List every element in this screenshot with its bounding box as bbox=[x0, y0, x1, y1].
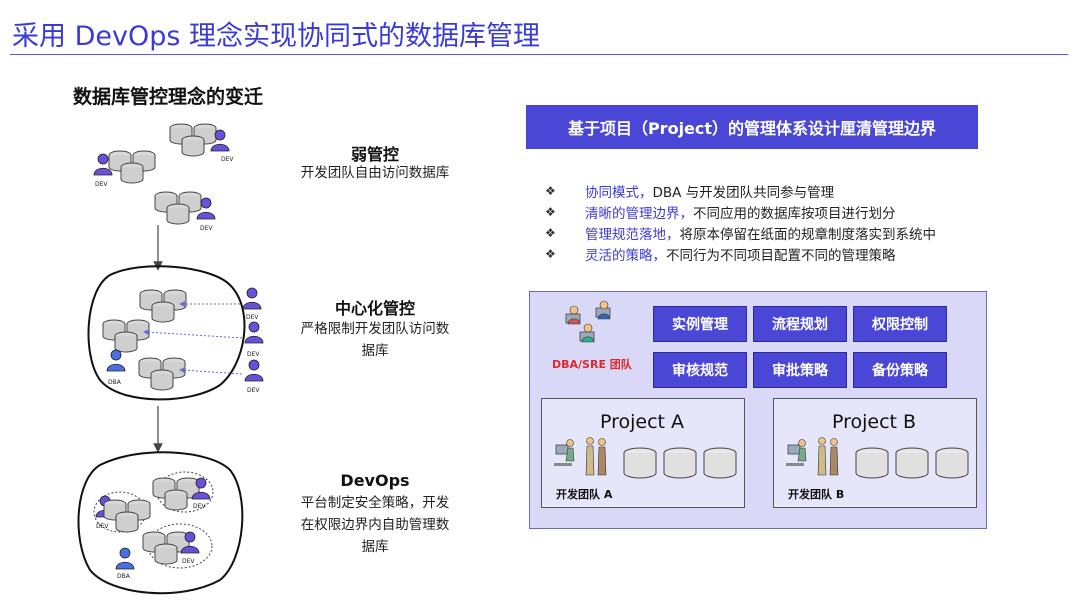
stage-devops-desc-line: 据库 bbox=[361, 539, 389, 555]
request-arrow bbox=[143, 329, 243, 339]
central-dev-1 bbox=[242, 287, 262, 310]
bullet-text: 将原本停留在纸面的规章制度落实到系统中 bbox=[679, 226, 937, 243]
devops-db-2 bbox=[104, 500, 150, 532]
dba-label: DBA bbox=[108, 379, 122, 386]
feature-list: ❖ 协同模式， DBA 与开发团队共同参与管理 ❖ 清晰的管理边界， 不同应用的… bbox=[545, 180, 936, 264]
list-item: ❖ 协同模式， DBA 与开发团队共同参与管理 bbox=[545, 180, 936, 201]
weak-control-db-3 bbox=[155, 192, 201, 224]
stage-central-desc: 严格限制开发团队访问数 据库 bbox=[285, 318, 465, 362]
stage-central-desc-line: 严格限制开发团队访问数 bbox=[300, 321, 450, 337]
review-standards-button[interactable]: 审核规范 bbox=[653, 352, 747, 388]
page-title: 采用 DevOps 理念实现协同式的数据库管理 bbox=[12, 21, 541, 52]
bullet-highlight: 管理规范落地， bbox=[585, 226, 680, 243]
stage-central-title: 中心化管控 bbox=[334, 299, 415, 318]
permission-control-button[interactable]: 权限控制 bbox=[853, 306, 947, 342]
list-item: ❖ 清晰的管理边界， 不同应用的数据库按项目进行划分 bbox=[545, 201, 936, 222]
dba-label: DBA bbox=[117, 573, 131, 580]
stage-weak-desc: 开发团队自由访问数据库 bbox=[300, 165, 450, 181]
project-zone bbox=[156, 471, 214, 513]
database-icon bbox=[855, 447, 889, 479]
stage-devops-title: DevOps bbox=[340, 471, 410, 490]
diamond-bullet-icon: ❖ bbox=[545, 225, 556, 240]
project-b-databases bbox=[855, 447, 969, 479]
central-dev-3 bbox=[244, 359, 264, 382]
project-b-title: Project B bbox=[832, 411, 917, 433]
title-divider bbox=[10, 54, 1068, 55]
dev-team-b-icon bbox=[786, 437, 839, 476]
bullet-text: DBA 与开发团队共同参与管理 bbox=[652, 184, 835, 201]
dev-label: DEV bbox=[182, 558, 195, 565]
diamond-bullet-icon: ❖ bbox=[545, 204, 556, 219]
central-boundary bbox=[87, 265, 246, 401]
bullet-highlight: 清晰的管理边界， bbox=[585, 205, 693, 222]
database-icon bbox=[895, 447, 929, 479]
stage-central-desc-line: 据库 bbox=[361, 343, 389, 359]
bullet-highlight: 灵活的策略， bbox=[585, 247, 666, 264]
database-icon bbox=[663, 447, 697, 479]
section-heading: 数据库管控理念的变迁 bbox=[73, 86, 264, 108]
dev-label: DEV bbox=[247, 387, 260, 394]
instance-management-button[interactable]: 实例管理 bbox=[653, 306, 747, 342]
dev-label: DEV bbox=[200, 225, 213, 232]
diamond-bullet-icon: ❖ bbox=[545, 183, 556, 198]
bullet-text: 不同应用的数据库按项目进行划分 bbox=[693, 205, 896, 222]
weak-control-db-1 bbox=[170, 124, 216, 156]
control-evolution-diagram: DEV DEV DEV DBA DEV DEV DEV DEV DEV DEV … bbox=[77, 110, 264, 595]
stage-devops-desc: 平台制定安全策略，开发 在权限边界内自助管理数 据库 bbox=[285, 492, 465, 558]
central-db-1 bbox=[140, 290, 186, 322]
process-planning-button[interactable]: 流程规划 bbox=[753, 306, 847, 342]
project-a-title: Project A bbox=[600, 411, 685, 433]
dev-label: DEV bbox=[95, 181, 108, 188]
dev-label: DEV bbox=[247, 351, 260, 358]
list-item: ❖ 灵活的策略， 不同行为不同项目配置不同的管理策略 bbox=[545, 243, 936, 264]
dev-team-a-label: 开发团队 A bbox=[556, 488, 613, 501]
bullet-text: 不同行为不同项目配置不同的管理策略 bbox=[666, 247, 896, 264]
backup-policy-button[interactable]: 备份策略 bbox=[853, 352, 947, 388]
bullet-highlight: 协同模式， bbox=[585, 184, 653, 201]
approval-policy-button[interactable]: 审批策略 bbox=[753, 352, 847, 388]
dev-team-a-icon bbox=[554, 437, 607, 476]
list-item: ❖ 管理规范落地， 将原本停留在纸面的规章制度落实到系统中 bbox=[545, 222, 936, 243]
database-icon bbox=[623, 447, 657, 479]
stage-devops-desc-line: 平台制定安全策略，开发 bbox=[300, 495, 450, 511]
database-icon bbox=[935, 447, 969, 479]
dev-team-b-label: 开发团队 B bbox=[788, 488, 845, 501]
central-dev-2 bbox=[244, 321, 264, 344]
dev-label: DEV bbox=[96, 523, 109, 530]
devops-boundary bbox=[77, 451, 244, 595]
diamond-bullet-icon: ❖ bbox=[545, 246, 556, 261]
central-db-2 bbox=[103, 320, 149, 352]
dev-label: DEV bbox=[246, 314, 259, 321]
project-system-banner: 基于项目（Project）的管理体系设计厘清管理边界 bbox=[526, 105, 978, 149]
database-icon bbox=[703, 447, 737, 479]
dev-label: DEV bbox=[193, 503, 206, 510]
central-dba bbox=[106, 349, 126, 372]
dba-sre-team-label: DBA/SRE 团队 bbox=[552, 358, 632, 371]
central-db-3 bbox=[139, 358, 185, 390]
stage-devops-desc-line: 在权限边界内自助管理数 bbox=[300, 517, 450, 533]
weak-control-db-2 bbox=[109, 151, 155, 183]
devops-dba bbox=[115, 547, 135, 570]
project-a-databases bbox=[623, 447, 737, 479]
dev-label: DEV bbox=[221, 156, 234, 163]
stage-weak-title: 弱管控 bbox=[350, 145, 399, 164]
dba-team-icon bbox=[565, 300, 611, 343]
